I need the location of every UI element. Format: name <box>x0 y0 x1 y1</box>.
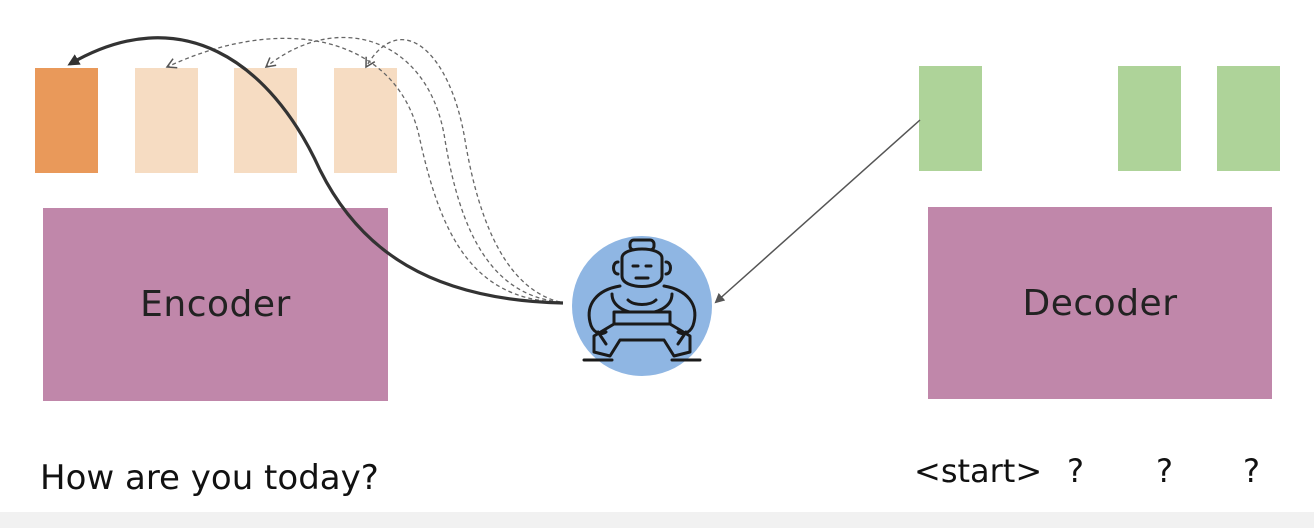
encoder-input-text: How are you today? <box>40 458 379 498</box>
encoder-block: Encoder <box>43 208 388 401</box>
attention-arrow-dotted <box>365 39 561 303</box>
decoder-token-unknown: ? <box>1156 452 1173 490</box>
attention-arrow-dotted <box>165 37 561 303</box>
encoder-hidden-state-active <box>35 68 98 173</box>
encoder-hidden-state <box>334 68 397 173</box>
decoder-token-unknown: ? <box>1243 452 1260 490</box>
attention-arrow-strong <box>67 36 564 305</box>
attention-arrow-dotted <box>264 36 561 303</box>
bottom-band <box>0 512 1314 528</box>
decoder-hidden-state <box>1118 66 1181 171</box>
decoder-token-unknown: ? <box>1067 452 1084 490</box>
decoder-hidden-state <box>1217 66 1280 171</box>
decoder-label: Decoder <box>1022 282 1178 324</box>
encoder-label: Encoder <box>140 284 291 325</box>
decoder-hidden-state <box>919 66 982 171</box>
decoder-query-arrow <box>714 119 921 304</box>
decoder-token-start: <start> <box>914 452 1043 490</box>
encoder-hidden-state <box>135 68 198 173</box>
sumo-wrestler-icon <box>572 236 712 376</box>
decoder-block: Decoder <box>928 207 1272 399</box>
